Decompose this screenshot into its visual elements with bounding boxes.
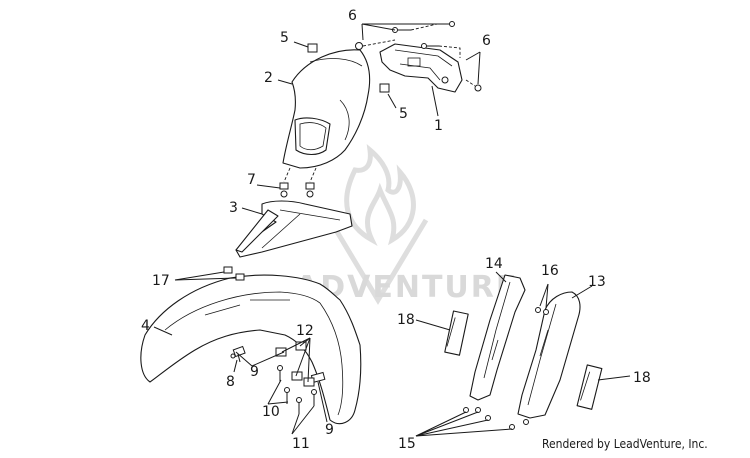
callout-4: 4 (141, 318, 150, 334)
callout-6-right: 6 (482, 33, 491, 49)
callout-8: 8 (226, 374, 235, 390)
callout-5-bottom: 5 (399, 106, 408, 122)
callout-11: 11 (292, 436, 310, 452)
headlight-bracket (379, 43, 463, 93)
callout-14: 14 (485, 256, 503, 272)
fork-cover-left (469, 274, 526, 401)
render-credit: Rendered by LeadVenture, Inc. (542, 437, 708, 451)
callout-15: 15 (398, 436, 416, 452)
front-mudguard (140, 274, 362, 425)
callout-2: 2 (264, 70, 273, 86)
callout-6-left: 6 (348, 8, 357, 24)
callout-1: 1 (434, 118, 443, 134)
callout-12: 12 (296, 323, 314, 339)
callout-18-left: 18 (397, 312, 415, 328)
reflector-right (576, 364, 603, 410)
leader-lines (153, 23, 631, 437)
callout-10: 10 (262, 404, 280, 420)
callout-13: 13 (588, 274, 606, 290)
callout-5-top: 5 (280, 30, 289, 46)
hardware (223, 21, 549, 430)
fork-cover-right (517, 291, 581, 419)
callout-9-left: 9 (250, 364, 259, 380)
callout-7: 7 (247, 172, 256, 188)
fork-bracket (235, 200, 353, 258)
callout-9-right: 9 (325, 422, 334, 438)
headlight-fairing (282, 49, 371, 169)
callout-17: 17 (152, 273, 170, 289)
callout-16: 16 (541, 263, 559, 279)
callout-18-right: 18 (633, 370, 651, 386)
callout-3: 3 (229, 200, 238, 216)
watermark-logo: ADVENTURE (295, 143, 516, 305)
reflector-left (444, 310, 469, 356)
